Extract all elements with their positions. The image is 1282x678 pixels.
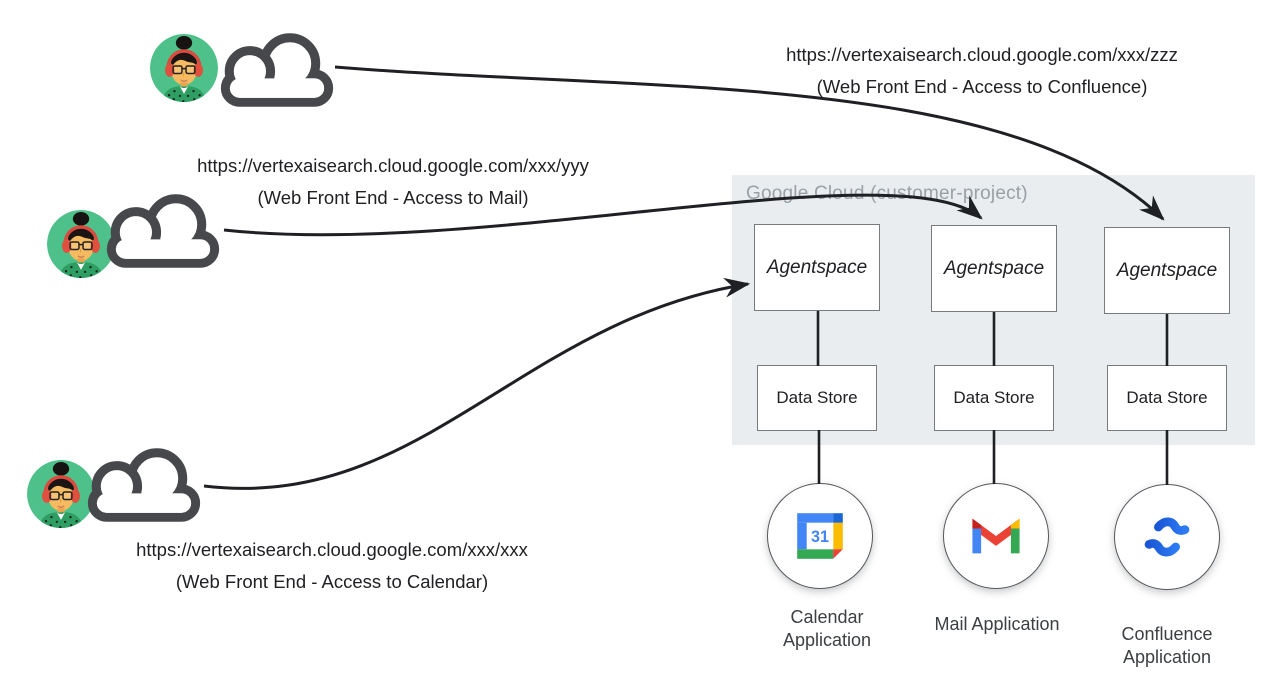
confluence-icon — [1144, 517, 1190, 557]
datastore-label: Data Store — [776, 388, 858, 407]
request-caption: (Web Front End - Access to Calendar) — [175, 571, 489, 592]
calendar-app-label: Calendar Application — [782, 607, 872, 650]
agentspace-label: Agentspace — [766, 256, 868, 278]
mail-app-label: Mail Application — [934, 614, 1060, 634]
gmail-icon — [972, 518, 1020, 554]
datastore-label: Data Store — [953, 388, 1035, 407]
agentspace-box-mail: Agentspace — [931, 225, 1057, 312]
calendar-request-label: https://vertexaisearch.cloud.google.com/… — [136, 534, 528, 598]
mail-request-label: https://vertexaisearch.cloud.google.com/… — [197, 150, 589, 214]
calendar-app-circle: 31 — [767, 483, 873, 589]
request-caption: (Web Front End - Access to Confluence) — [816, 76, 1148, 97]
cloud-icon — [215, 30, 339, 110]
agentspace-label: Agentspace — [1116, 259, 1218, 281]
datastore-box-confluence: Data Store — [1107, 365, 1227, 431]
agentspace-box-calendar: Agentspace — [754, 224, 880, 311]
confluence-request-label: https://vertexaisearch.cloud.google.com/… — [786, 39, 1178, 103]
request-url: https://vertexaisearch.cloud.google.com/… — [786, 44, 1178, 65]
request-url: https://vertexaisearch.cloud.google.com/… — [136, 539, 528, 560]
confluence-app-circle — [1114, 484, 1220, 590]
user-avatar-icon — [150, 34, 218, 102]
mail-app-circle — [943, 483, 1049, 589]
agentspace-label: Agentspace — [943, 257, 1045, 279]
request-url: https://vertexaisearch.cloud.google.com/… — [197, 155, 589, 176]
datastore-label: Data Store — [1126, 388, 1208, 407]
datastore-box-mail: Data Store — [934, 365, 1054, 431]
calendar-day-number: 31 — [811, 528, 829, 546]
arrow-calendar-request — [203, 277, 751, 490]
datastore-box-calendar: Data Store — [757, 365, 877, 431]
google-calendar-icon: 31 — [797, 513, 843, 559]
google-cloud-panel-label: Google Cloud (customer-project) — [746, 183, 1028, 204]
agentspace-box-confluence: Agentspace — [1104, 227, 1230, 314]
cloud-icon — [82, 445, 206, 525]
request-caption: (Web Front End - Access to Mail) — [257, 187, 529, 208]
confluence-app-label: Confluence Application — [1121, 624, 1213, 667]
